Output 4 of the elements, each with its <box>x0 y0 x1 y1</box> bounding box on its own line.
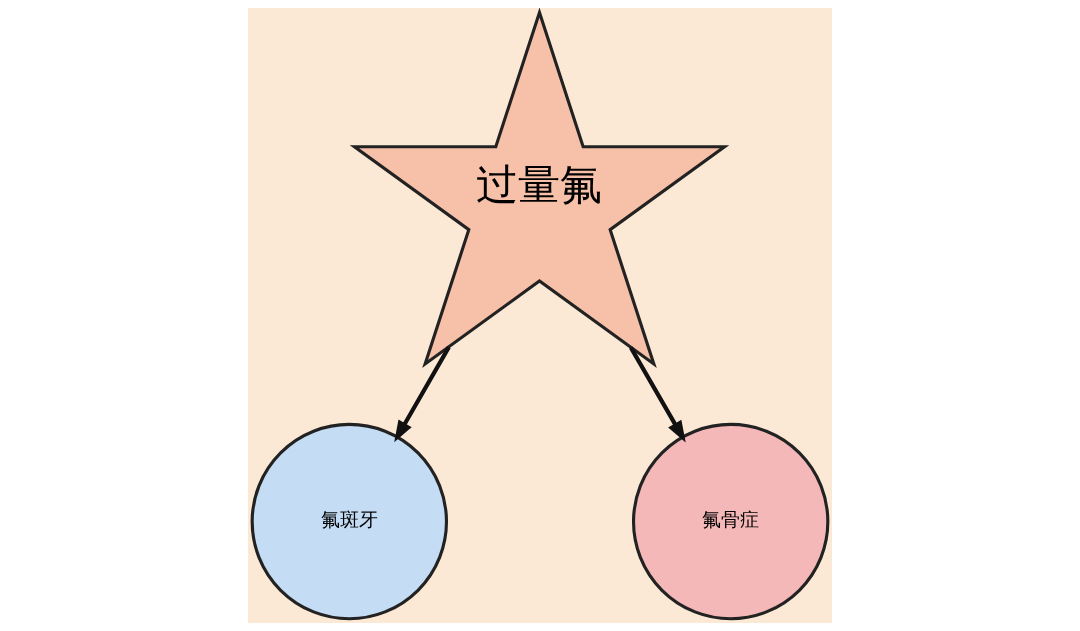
node-circle: 氟骨症 <box>631 422 830 621</box>
node-circle: 氟斑牙 <box>250 422 449 621</box>
arrow <box>394 346 451 443</box>
arrow <box>629 346 686 443</box>
